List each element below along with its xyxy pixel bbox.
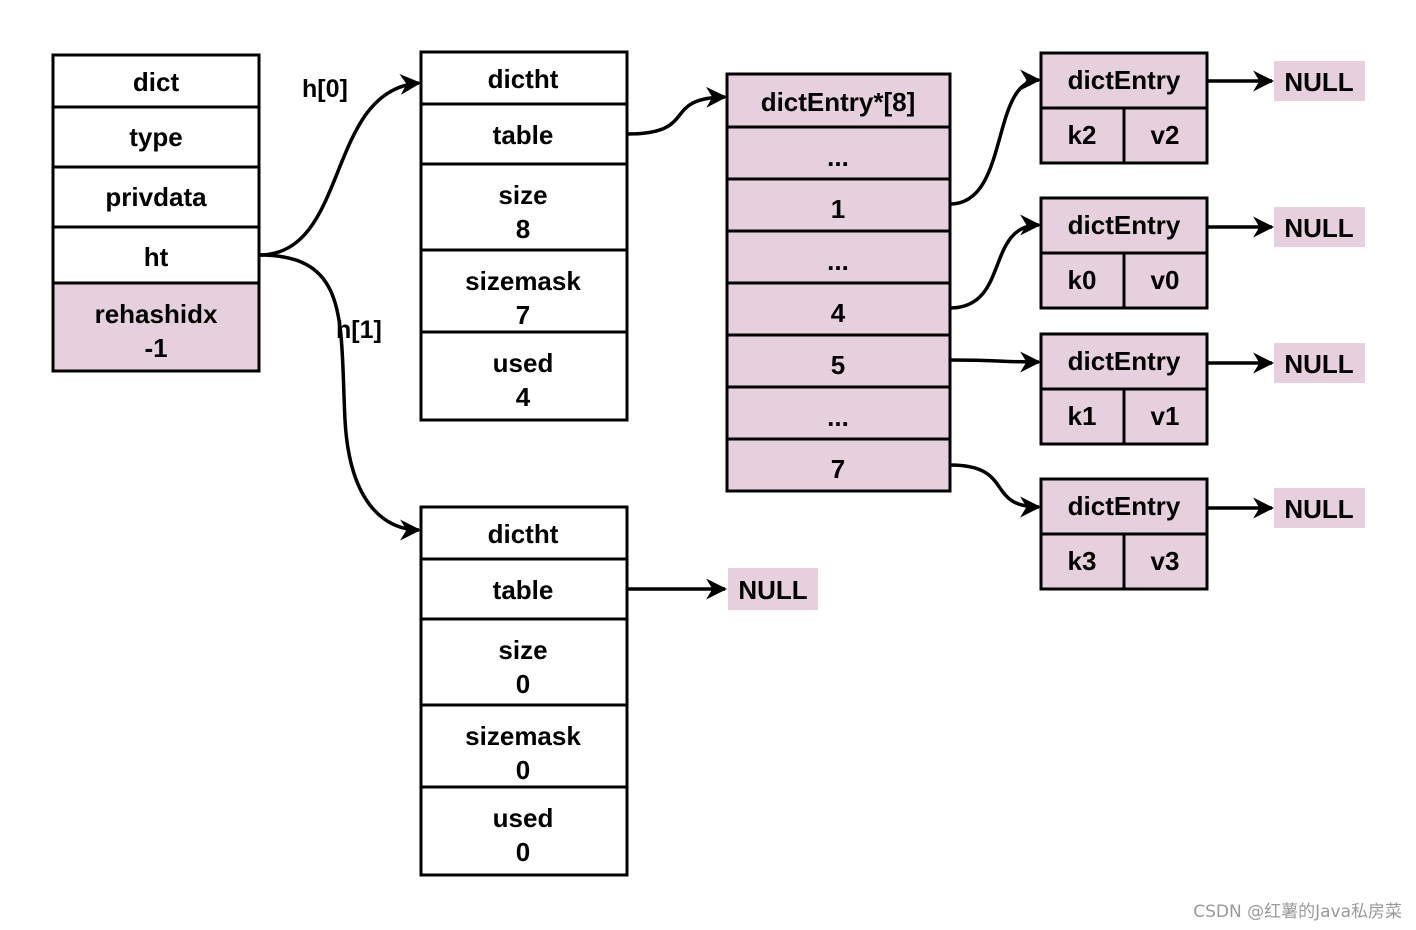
edge-label-h1: h[1]	[336, 316, 382, 344]
dictht0-size-value: 8	[516, 214, 530, 244]
dictht0-used-cell	[419, 330, 629, 422]
dict-entry-null: NULL	[1284, 494, 1353, 524]
dict-entry-null-bg	[1274, 61, 1365, 101]
dict-rehashidx-value: -1	[144, 333, 167, 363]
bucket-slot: 5	[831, 350, 845, 380]
dict-entry-value: v0	[1151, 265, 1180, 295]
dict-entry-null-bg	[1274, 488, 1365, 528]
edge-bucket7-to-entry	[949, 463, 1042, 518]
dict-title-cell	[51, 53, 261, 109]
dictht1-table-cell	[419, 557, 629, 621]
dict-entry-null-bg	[1274, 343, 1365, 383]
bucket-slot-cell	[725, 437, 952, 493]
dict-entry-key: k2	[1068, 120, 1097, 150]
dict-field-ht: ht	[144, 242, 169, 272]
dict-entry: dictEntry k3 v3 NULL	[1039, 477, 1365, 591]
dict-entry-null-bg	[1274, 207, 1365, 247]
bucket-slot-cell	[725, 333, 952, 389]
dictht0-used-value: 4	[516, 382, 531, 412]
dictht1-used-cell	[419, 785, 629, 877]
dictht0-table: table	[493, 120, 554, 150]
dict-entry-key-cell	[1039, 106, 1126, 165]
dict-entry: dictEntry k0 v0 NULL	[1039, 196, 1365, 310]
dict-field-privdata: privdata	[105, 182, 207, 212]
bucket-slot-cell	[725, 229, 952, 285]
dict-entry-value: v2	[1151, 120, 1180, 150]
dict-entry-key: k1	[1068, 401, 1097, 431]
dict-field-type-cell	[51, 105, 261, 169]
dict-entry-value-cell	[1122, 532, 1209, 591]
dict-entry-value: v3	[1151, 546, 1180, 576]
dict-entry-key-cell	[1039, 251, 1126, 310]
dict-entry-title: dictEntry	[1068, 491, 1181, 521]
null-label: NULL	[738, 575, 807, 605]
dictht1-null-box: NULL	[728, 568, 818, 610]
null-box-bg	[728, 568, 818, 610]
bucket-slot-cell	[725, 125, 952, 181]
dict-entry-title-cell	[1039, 477, 1209, 536]
dictht1-size-label: size	[498, 635, 547, 665]
dictht1-sizemask-value: 0	[516, 755, 530, 785]
dict-entry-value-cell	[1122, 251, 1209, 310]
dictht1-title: dictht	[488, 519, 559, 549]
watermark: CSDN @红薯的Java私房菜	[1193, 902, 1402, 922]
bucket-slot: ...	[827, 402, 849, 432]
dict-entry-null: NULL	[1284, 213, 1353, 243]
edge-bucket5-to-entry	[949, 351, 1042, 373]
dict-entry-title-cell	[1039, 196, 1209, 255]
dict-entry-title: dictEntry	[1068, 65, 1181, 95]
dictht1-sizemask-label: sizemask	[465, 721, 581, 751]
dictht0-used-label: used	[493, 348, 554, 378]
dictht0-size-label: size	[498, 180, 547, 210]
dictht0-sizemask-value: 7	[516, 300, 530, 330]
dictht-0: dictht table size 8 sizemask 7 used 4	[419, 50, 629, 422]
dictht0-size-cell	[419, 162, 629, 252]
bucket-slot-cell	[725, 177, 952, 233]
dict-entry-null: NULL	[1284, 67, 1353, 97]
dictht1-used-label: used	[493, 803, 554, 833]
bucket-slot: 1	[831, 194, 845, 224]
bucket-array-title: dictEntry*[8]	[761, 87, 916, 117]
dictht0-sizemask-label: sizemask	[465, 266, 581, 296]
edge-bucket4-to-entry	[949, 214, 1042, 310]
dict-entry-key: k3	[1068, 546, 1097, 576]
edge-table-to-buckets	[626, 86, 728, 136]
dict-entry: dictEntry k1 v1 NULL	[1039, 332, 1365, 446]
bucket-slot: 4	[831, 298, 846, 328]
dict-entry-key: k0	[1068, 265, 1097, 295]
dict-entry-title: dictEntry	[1068, 346, 1181, 376]
dict-field-type: type	[129, 122, 182, 152]
edge-label-h0: h[0]	[302, 75, 348, 103]
edge-bucket1-to-entry	[949, 69, 1042, 206]
dictht-1: dictht table size 0 sizemask 0 used 0	[419, 505, 629, 877]
edge-ht-to-h1	[258, 253, 422, 541]
dict-title: dict	[133, 67, 180, 97]
dict-struct: dict type privdata ht rehashidx -1	[51, 53, 261, 373]
dictht1-sizemask-cell	[419, 703, 629, 789]
dictht1-title-cell	[419, 505, 629, 561]
dict-entry: dictEntry k2 v2 NULL	[1039, 51, 1365, 165]
dict-rehashidx-label: rehashidx	[95, 299, 218, 329]
dictht0-title: dictht	[488, 64, 559, 94]
dict-entry-value: v1	[1151, 401, 1180, 431]
dict-entry-title-cell	[1039, 51, 1209, 110]
dictht1-size-value: 0	[516, 669, 530, 699]
bucket-array: dictEntry*[8] ... 1 ... 4 5 ... 7	[725, 72, 952, 493]
dict-entry-value-cell	[1122, 387, 1209, 446]
bucket-slot: ...	[827, 246, 849, 276]
dict-rehashidx-cell	[51, 281, 261, 373]
dict-entry-value-cell	[1122, 106, 1209, 165]
bucket-slot: ...	[827, 142, 849, 172]
bucket-slot: 7	[831, 454, 845, 484]
dictht1-table: table	[493, 575, 554, 605]
dict-entry-null: NULL	[1284, 349, 1353, 379]
dict-entry-title: dictEntry	[1068, 210, 1181, 240]
edge-ht-to-h0	[258, 73, 422, 257]
dictht1-used-value: 0	[516, 837, 530, 867]
